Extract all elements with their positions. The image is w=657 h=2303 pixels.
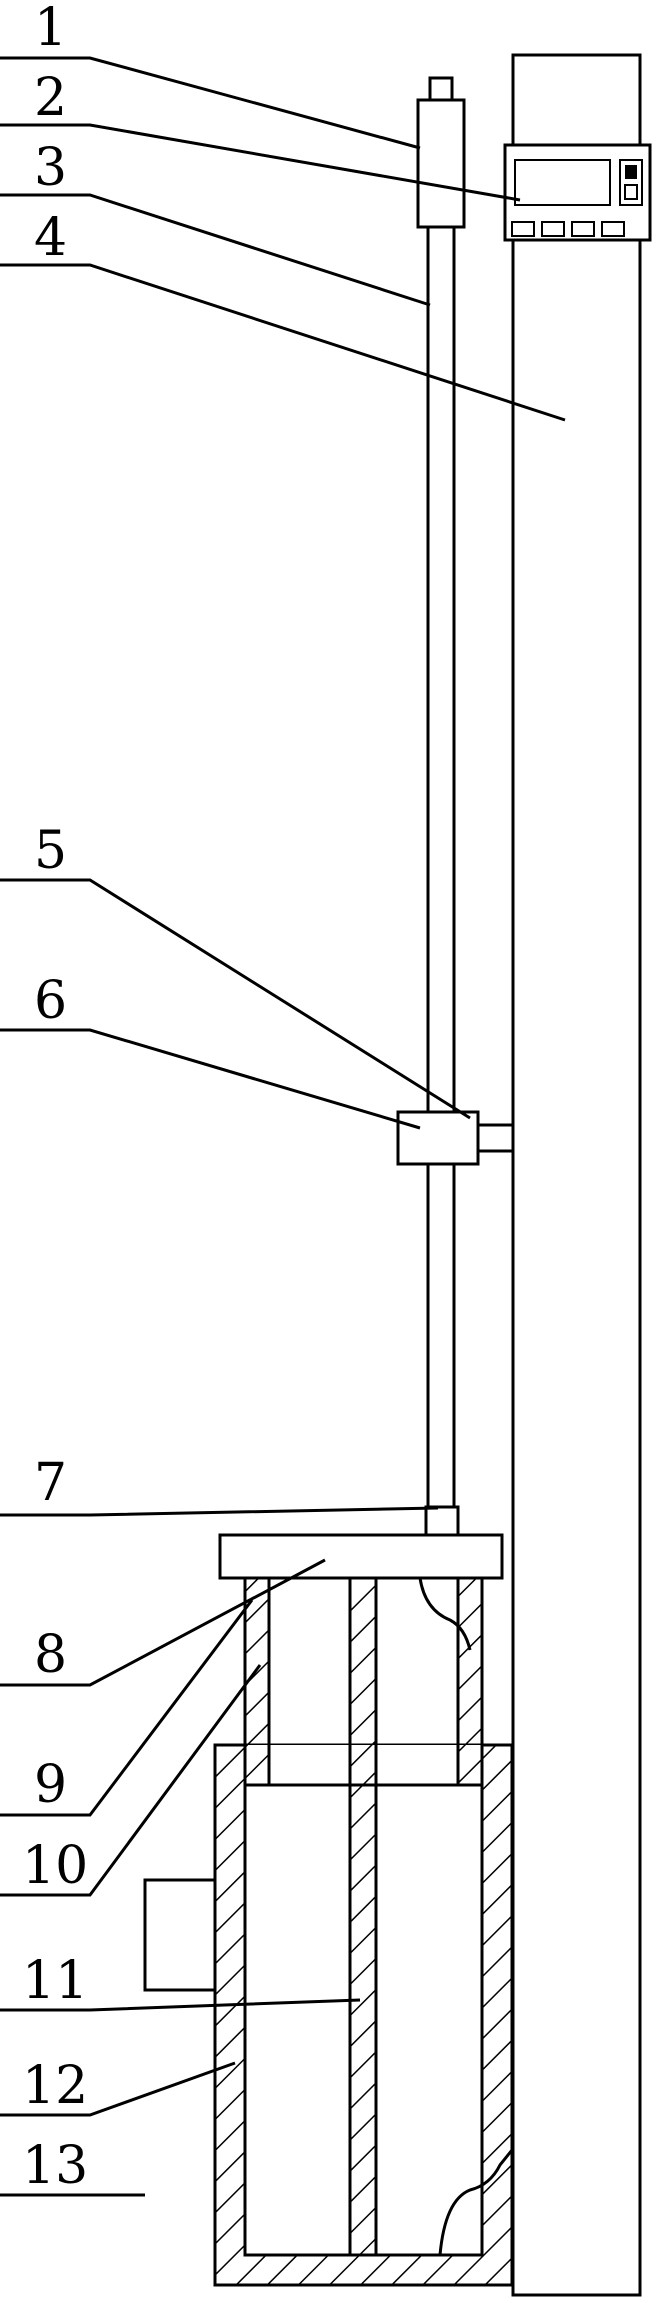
support-column	[511, 53, 642, 2297]
central-core	[348, 1576, 378, 2257]
vertical-rod	[426, 225, 456, 1509]
top-sensor-head	[416, 76, 466, 229]
label-2: 2	[34, 68, 67, 128]
top-plate	[218, 1533, 504, 1580]
label-7: 7	[34, 1453, 67, 1513]
label-5: 5	[34, 821, 67, 881]
sliding-clamp	[396, 1110, 515, 1166]
leader-lines	[0, 56, 566, 2197]
side-box	[143, 1878, 217, 1992]
display-unit	[503, 143, 652, 242]
label-3: 3	[34, 138, 67, 198]
rod-connector	[424, 1505, 460, 1537]
label-11: 11	[22, 1951, 88, 2011]
label-1: 1	[34, 0, 67, 58]
label-10: 10	[22, 1836, 88, 1896]
label-6: 6	[34, 971, 67, 1031]
label-12: 12	[22, 2056, 88, 2116]
label-13: 13	[22, 2136, 88, 2196]
label-4: 4	[34, 208, 67, 268]
label-9: 9	[34, 1755, 67, 1815]
label-8: 8	[34, 1625, 67, 1685]
part-labels: 1 2 3 4 5 6 7 8 9 10 11 12 13	[22, 0, 88, 2196]
